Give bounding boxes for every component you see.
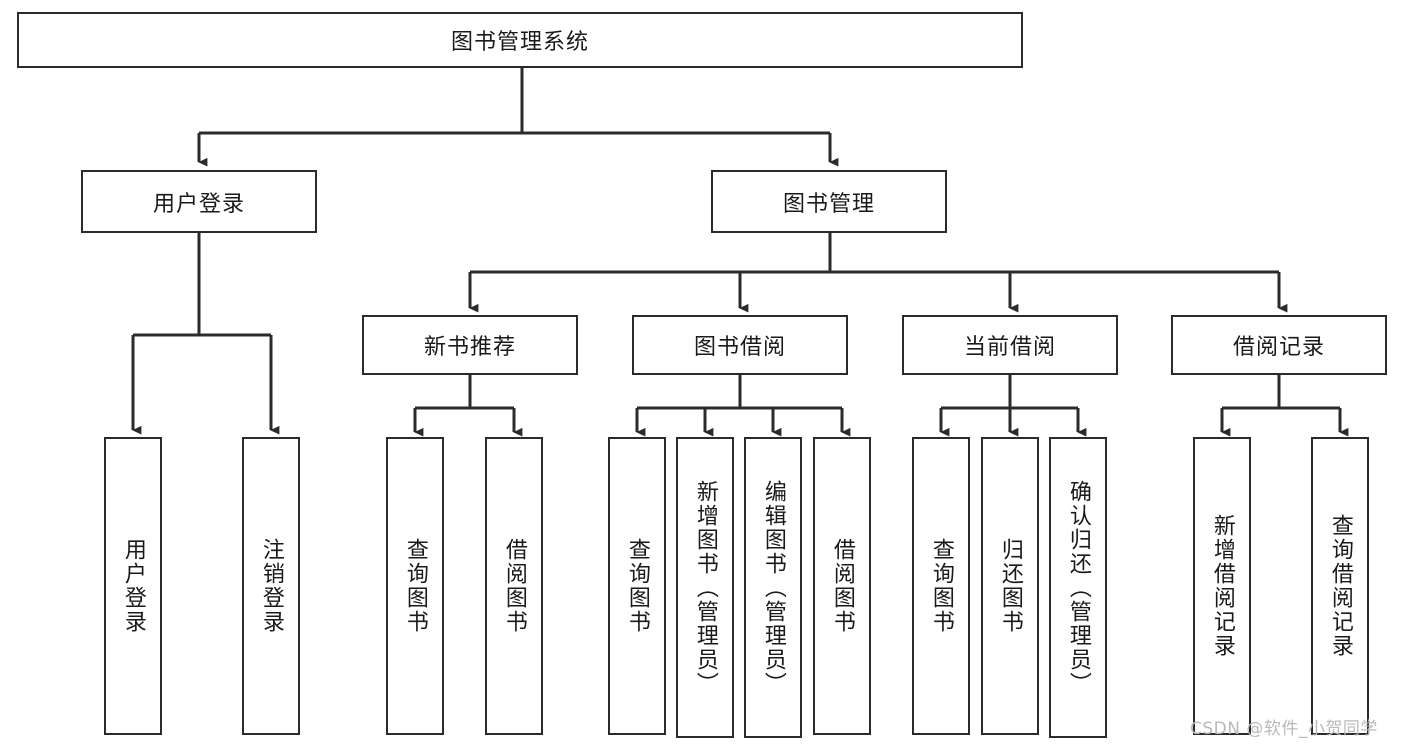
- leaf-query-book-borrow[interactable]: 查询图书: [608, 437, 666, 735]
- leaf-add-book-admin[interactable]: 新增图书（管理员）: [676, 437, 734, 738]
- node-label: 归还图书: [997, 538, 1023, 634]
- node-label: 用户登录: [120, 538, 146, 634]
- node-label: 图书借阅: [693, 335, 786, 360]
- leaf-add-borrow-record[interactable]: 新增借阅记录: [1193, 437, 1251, 735]
- node-user-login[interactable]: 用户登录: [81, 170, 317, 233]
- node-label: 借阅图书: [501, 538, 527, 634]
- watermark-text: CSDN @软件_小贺同学: [1190, 719, 1378, 739]
- node-label: 查询图书: [624, 538, 650, 634]
- leaf-user-login[interactable]: 用户登录: [104, 437, 162, 735]
- leaf-edit-book-admin[interactable]: 编辑图书（管理员）: [744, 437, 802, 738]
- node-label: 用户登录: [152, 191, 245, 217]
- node-label: 查询借阅记录: [1327, 514, 1353, 658]
- leaf-logout-login[interactable]: 注销登录: [242, 437, 300, 735]
- node-borrow-record[interactable]: 借阅记录: [1171, 315, 1387, 375]
- node-label: 新增图书（管理员）: [692, 479, 718, 696]
- leaf-borrow-book-recommend[interactable]: 借阅图书: [485, 437, 543, 735]
- node-label: 注销登录: [258, 538, 284, 634]
- leaf-confirm-return-admin[interactable]: 确认归还（管理员）: [1049, 437, 1107, 738]
- node-current-borrow[interactable]: 当前借阅: [902, 315, 1118, 375]
- node-book-management[interactable]: 图书管理: [711, 170, 947, 233]
- leaf-query-book-recommend[interactable]: 查询图书: [386, 437, 444, 735]
- node-label: 新书推荐: [423, 335, 516, 360]
- node-label: 查询图书: [402, 538, 428, 634]
- leaf-return-book[interactable]: 归还图书: [981, 437, 1039, 735]
- node-label: 确认归还（管理员）: [1065, 479, 1091, 696]
- node-label: 编辑图书（管理员）: [760, 479, 786, 696]
- leaf-borrow-book[interactable]: 借阅图书: [813, 437, 871, 735]
- node-library-management-system[interactable]: 图书管理系统: [17, 12, 1023, 68]
- node-label: 借阅图书: [829, 538, 855, 634]
- node-book-borrow[interactable]: 图书借阅: [632, 315, 848, 375]
- node-label: 图书管理: [782, 191, 875, 217]
- leaf-query-borrow-record[interactable]: 查询借阅记录: [1311, 437, 1369, 735]
- node-new-book-recommend[interactable]: 新书推荐: [362, 315, 578, 375]
- node-label: 图书管理系统: [450, 30, 589, 55]
- leaf-query-book-current[interactable]: 查询图书: [912, 437, 970, 735]
- node-label: 新增借阅记录: [1209, 514, 1235, 658]
- node-label: 借阅记录: [1232, 335, 1325, 360]
- node-label: 查询图书: [928, 538, 954, 634]
- node-label: 当前借阅: [963, 335, 1056, 360]
